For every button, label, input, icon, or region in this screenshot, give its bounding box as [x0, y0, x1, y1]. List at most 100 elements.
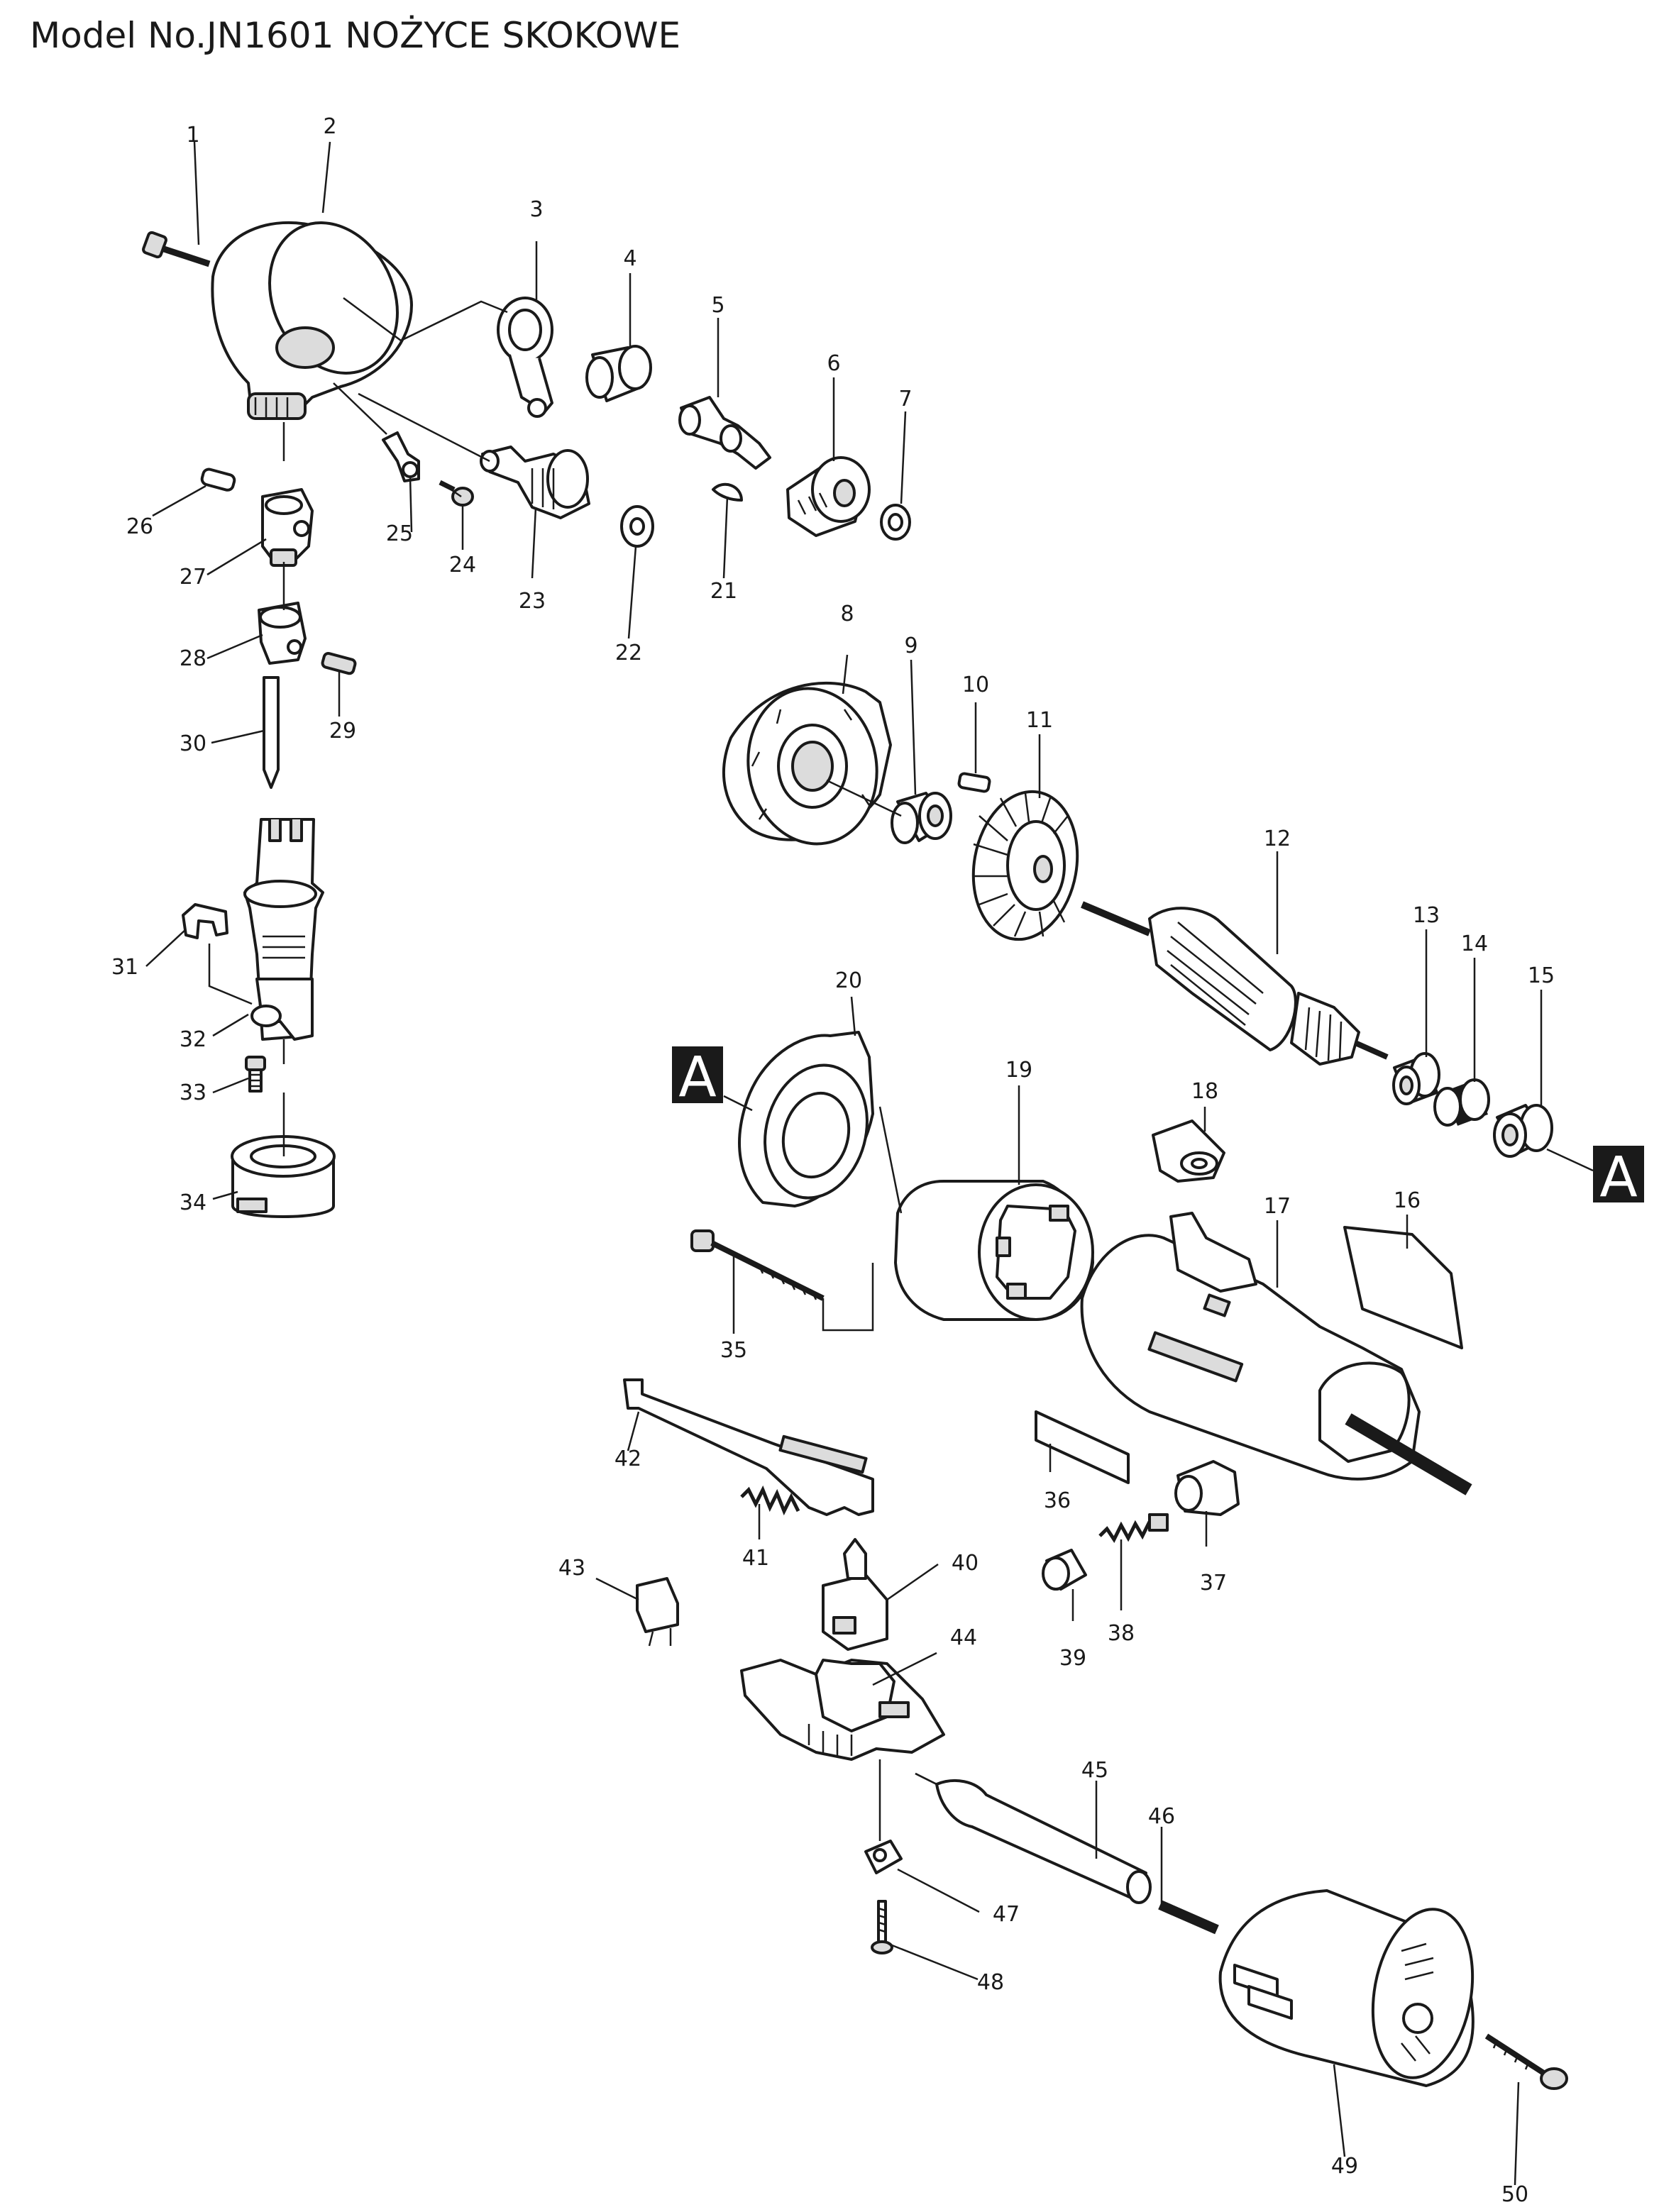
part-48-screw [871, 1900, 893, 1954]
part-44-switch-base [740, 1659, 945, 1761]
part-36-label [1035, 1410, 1130, 1484]
label-part-47: 47 [993, 1902, 1020, 1927]
part-3-connecting-rod [497, 297, 553, 418]
part-9-ball-bearing [891, 792, 952, 844]
reference-mark-a-right: A [1593, 1146, 1644, 1210]
part-31-clip [182, 903, 228, 939]
part-5-crank-shaft [678, 396, 771, 470]
label-part-3: 3 [529, 197, 543, 222]
label-part-1: 1 [186, 123, 199, 148]
part-37-brush-holder [1174, 1460, 1240, 1516]
label-part-30: 30 [180, 731, 206, 756]
label-part-34: 34 [180, 1190, 206, 1215]
part-7-washer [880, 504, 911, 541]
label-part-44: 44 [950, 1625, 977, 1650]
label-part-14: 14 [1461, 931, 1488, 956]
label-part-16: 16 [1394, 1188, 1421, 1213]
label-part-29: 29 [329, 719, 356, 743]
label-part-21: 21 [710, 579, 737, 604]
part-28-holder [258, 602, 307, 665]
label-part-5: 5 [711, 293, 724, 318]
part-25-clamp [382, 431, 420, 482]
part-33-screw [245, 1056, 266, 1093]
label-part-33: 33 [180, 1080, 206, 1105]
label-part-43: 43 [558, 1556, 585, 1581]
part-47-cord-clamp [864, 1840, 903, 1874]
part-17-motor-housing [1080, 1212, 1472, 1495]
reference-mark-a-left: A [672, 1046, 723, 1110]
part-42-switch-rod [623, 1378, 874, 1516]
label-part-11: 11 [1026, 708, 1053, 733]
part-18-switch-lever [1152, 1119, 1225, 1183]
label-part-12: 12 [1264, 826, 1291, 851]
label-part-42: 42 [614, 1447, 641, 1471]
label-part-41: 41 [742, 1546, 769, 1571]
label-part-28: 28 [180, 646, 206, 671]
label-part-24: 24 [449, 553, 476, 577]
part-40-switch [822, 1538, 888, 1651]
part-38-carbon-brush [1098, 1513, 1169, 1543]
part-22-washer [620, 505, 654, 548]
part-49-rear-cover [1218, 1889, 1475, 2087]
label-part-31: 31 [111, 955, 138, 980]
label-part-15: 15 [1528, 963, 1555, 988]
part-1-screw [142, 231, 211, 267]
part-8-bearing-box [722, 681, 892, 846]
part-number-labels: 1 2 3 4 5 6 7 8 9 10 11 12 13 14 15 16 1… [111, 114, 1555, 2207]
leader-lines [145, 141, 1594, 2186]
label-part-18: 18 [1191, 1079, 1218, 1104]
label-part-10: 10 [962, 673, 989, 697]
label-part-38: 38 [1108, 1621, 1135, 1646]
part-6-gear [786, 456, 871, 537]
part-2-gear-housing [211, 221, 413, 420]
label-part-8: 8 [840, 602, 854, 626]
label-part-9: 9 [904, 634, 917, 658]
label-part-17: 17 [1264, 1194, 1291, 1219]
part-30-punch [263, 676, 280, 789]
part-12-armature [1081, 901, 1389, 1066]
part-27-blade-holder [261, 488, 314, 567]
label-part-7: 7 [898, 387, 912, 411]
label-part-36: 36 [1044, 1488, 1071, 1513]
label-part-46: 46 [1148, 1804, 1175, 1829]
part-10-pin [957, 772, 991, 793]
label-part-2: 2 [323, 114, 336, 139]
svg-text:A: A [678, 1046, 716, 1110]
label-part-35: 35 [720, 1338, 747, 1363]
part-26-pin [200, 468, 236, 492]
label-part-45: 45 [1081, 1758, 1108, 1783]
page-title: Model No.JN1601 NOŻYCE SKOKOWE [30, 15, 681, 56]
label-part-49: 49 [1331, 2154, 1358, 2179]
part-29-set-screw [321, 651, 357, 675]
label-part-20: 20 [835, 968, 862, 993]
part-39-brush-cap [1042, 1549, 1087, 1591]
label-part-19: 19 [1005, 1058, 1032, 1083]
part-50-screw [1484, 2033, 1568, 2090]
label-part-39: 39 [1059, 1646, 1086, 1671]
part-4-needle-bearing [585, 345, 652, 402]
part-35-screw [690, 1229, 825, 1301]
part-11-fan [971, 790, 1079, 941]
label-part-27: 27 [180, 565, 206, 590]
part-16-name-plate [1343, 1226, 1463, 1349]
label-part-4: 4 [623, 246, 636, 271]
part-20-baffle-plate [738, 1031, 874, 1207]
part-15-baffle-ring [1493, 1104, 1553, 1158]
label-part-37: 37 [1200, 1571, 1227, 1596]
label-part-48: 48 [977, 1970, 1004, 1995]
part-13-ball-bearing [1392, 1052, 1440, 1105]
label-part-32: 32 [180, 1027, 206, 1052]
label-part-13: 13 [1413, 903, 1440, 928]
part-14-ring [1433, 1078, 1490, 1127]
svg-text:A: A [1599, 1146, 1637, 1210]
part-19-field [894, 1180, 1094, 1321]
label-part-23: 23 [519, 589, 546, 614]
part-32-die-holder [243, 818, 324, 1041]
label-part-22: 22 [615, 641, 642, 665]
part-21-woodruff-key [712, 482, 743, 502]
label-part-25: 25 [386, 521, 413, 546]
label-part-40: 40 [952, 1551, 979, 1576]
label-part-6: 6 [827, 351, 840, 376]
part-45-strain-relief [915, 1772, 1152, 1904]
